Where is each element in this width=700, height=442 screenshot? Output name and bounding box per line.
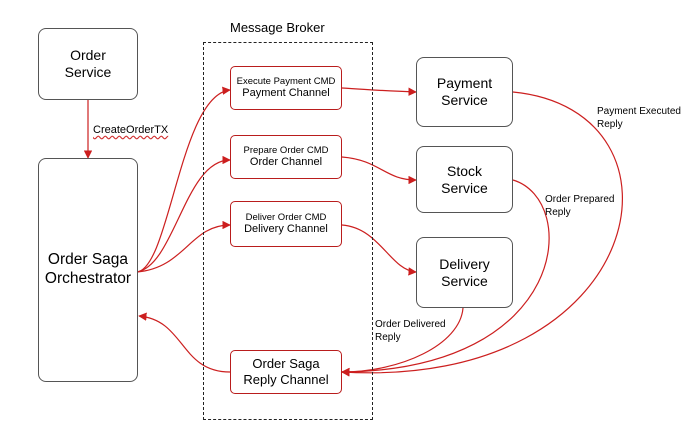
delivery-command-label: Deliver Order CMD: [245, 211, 327, 223]
delivery-channel-label: Delivery Channel: [244, 223, 328, 236]
order-channel-label: Order Channel: [249, 156, 323, 169]
arrow-orch-to-order-channel: [136, 155, 231, 273]
payment-reply-line1: Payment Executed: [597, 106, 681, 117]
order-reply-label: Order Prepared Reply: [545, 194, 614, 219]
arrow-orch-to-payment-channel: [136, 86, 231, 273]
orchestrator-line2: Orchestrator: [44, 270, 132, 287]
payment-reply-label: Payment Executed Reply: [597, 106, 681, 131]
reply-channel-line1: Order Saga: [252, 356, 320, 372]
arrow-order-channel-to-service: [341, 156, 417, 185]
stock-service-node: Stock Service: [416, 146, 513, 213]
delivery-service-node: Delivery Service: [416, 237, 513, 308]
arrow-delivery-reply: [341, 307, 464, 377]
message-broker-title: Message Broker: [230, 20, 325, 35]
stock-service-line2: Service: [441, 179, 488, 196]
order-command-label: Prepare Order CMD: [243, 144, 329, 156]
arrow-reply-to-orchestrator: [138, 312, 231, 373]
arrow-stock-reply: [341, 179, 550, 377]
order-service-line1: Order: [70, 47, 106, 64]
orchestrator-node: Order Saga Orchestrator: [38, 158, 138, 382]
delivery-reply-line2: Reply: [375, 331, 401, 343]
payment-channel-label: Payment Channel: [242, 87, 330, 100]
arrow-payment-reply: [341, 91, 623, 377]
order-service-node: Order Service: [38, 28, 138, 100]
delivery-reply-label: Order Delivered Reply: [375, 319, 446, 344]
order-channel: Prepare Order CMD Order Channel: [230, 135, 342, 179]
payment-service-line1: Payment: [436, 75, 493, 92]
payment-command-label: Execute Payment CMD: [236, 75, 336, 87]
order-reply-line2: Reply: [545, 206, 571, 218]
arrow-delivery-channel-to-service: [341, 224, 417, 276]
message-broker: [203, 42, 373, 420]
stock-service-line1: Stock: [446, 162, 482, 179]
delivery-reply-line1: Order Delivered: [375, 319, 446, 330]
delivery-service-line2: Service: [441, 272, 488, 289]
orchestrator-line1: Order Saga: [47, 251, 129, 269]
order-service-line2: Service: [64, 64, 112, 80]
reply-channel: Order Saga Reply Channel: [230, 350, 342, 394]
arrow-orch-to-delivery-channel: [136, 220, 231, 273]
delivery-channel: Deliver Order CMD Delivery Channel: [230, 201, 342, 247]
payment-reply-line2: Reply: [597, 118, 623, 130]
create-order-tx-label: CreateOrderTX: [93, 124, 169, 136]
delivery-service-line1: Delivery: [439, 255, 490, 272]
payment-service-node: Payment Service: [416, 57, 513, 127]
payment-service-line2: Service: [441, 92, 488, 108]
reply-channel-line2: Reply Channel: [243, 372, 329, 387]
arrow-payment-channel-to-service: [341, 87, 417, 96]
payment-channel: Execute Payment CMD Payment Channel: [230, 66, 342, 110]
order-reply-line1: Order Prepared: [545, 194, 615, 205]
